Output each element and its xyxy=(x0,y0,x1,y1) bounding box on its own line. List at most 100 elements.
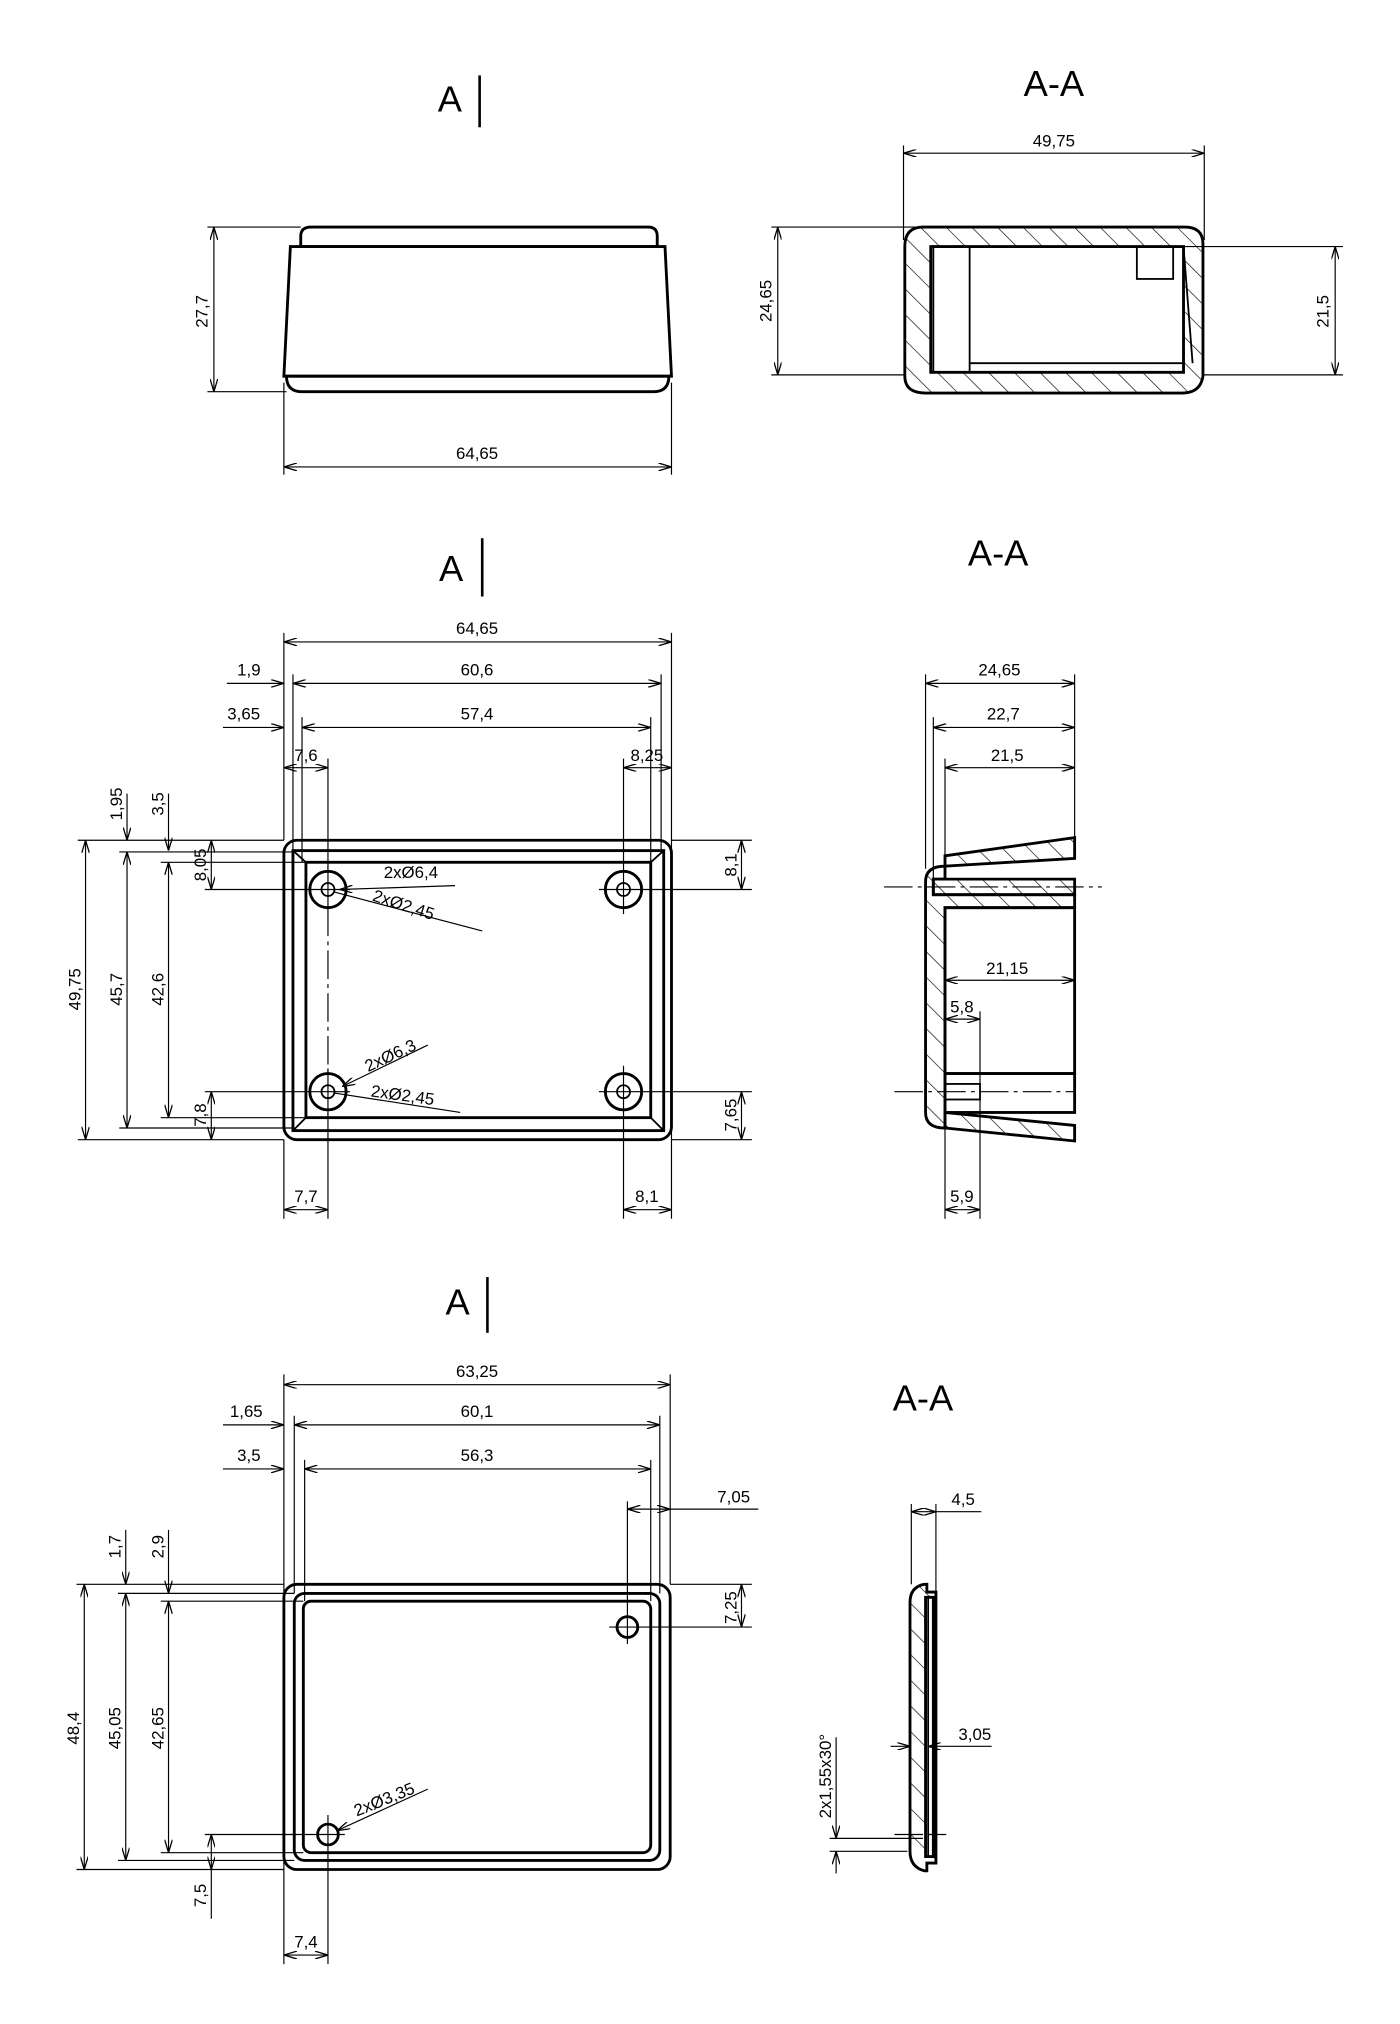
dimension-hole-left-y: 7,5 xyxy=(191,1834,211,1919)
rim-outline xyxy=(292,1591,662,1862)
dimension-thickness: 3,05 xyxy=(890,1725,992,1746)
dim-label: 60,6 xyxy=(461,661,494,680)
dimension-section-width: 49,75 xyxy=(902,132,1205,241)
dim-label: 7,4 xyxy=(294,1932,317,1951)
dim-label: 45,7 xyxy=(107,973,126,1006)
dim-label: 24,65 xyxy=(978,661,1020,680)
section-marker: A xyxy=(445,1282,470,1323)
inner-outline xyxy=(301,1599,653,1855)
dimension-overall-width: 63,25 xyxy=(283,1362,671,1965)
dim-label: 8,05 xyxy=(191,848,210,881)
dimension-boss-top: 5,8 xyxy=(945,998,981,1084)
dim-label: 64,65 xyxy=(456,444,498,463)
top-wall-hatched xyxy=(943,836,1077,868)
dim-label: 49,75 xyxy=(1033,132,1075,151)
view2-front-view: A 64,65 xyxy=(65,538,752,1219)
dimension-height-42: 42,6 3,5 xyxy=(148,792,306,1119)
base-outline xyxy=(285,374,671,394)
callout-bottom-holes: 2xØ6,3 2xØ2,45 xyxy=(334,1036,461,1114)
dim-label: 57,4 xyxy=(461,705,494,724)
callout-label: 2xØ2,45 xyxy=(370,886,436,924)
dimension-hole-left-x: 7,4 xyxy=(283,1932,328,1955)
dim-label: 5,8 xyxy=(950,998,973,1017)
dim-label: 1,95 xyxy=(107,788,126,821)
dimension-width-60: 60,1 1,65 xyxy=(222,1402,661,1594)
callout-label: 2xØ6,3 xyxy=(362,1036,419,1076)
dim-label: 3,65 xyxy=(227,705,260,724)
view3-lid-front-view: A 63,25 60,1 1,65 56,3 xyxy=(64,1277,759,1965)
inner-rib xyxy=(932,245,971,374)
dim-label: 7,8 xyxy=(191,1103,210,1126)
dim-label: 8,25 xyxy=(630,746,663,765)
dimension-chamfer: 2x1,55x30° xyxy=(816,1734,923,1874)
body-outline xyxy=(282,245,673,378)
dim-label: 64,65 xyxy=(456,619,498,638)
dim-label: 8,1 xyxy=(635,1187,658,1206)
dimension-hole-x: 7,6 8,25 xyxy=(283,746,672,869)
dimension-section-inner-height: 21,5 xyxy=(1183,245,1343,376)
dimension-overall-height: 48,4 xyxy=(64,1583,284,1871)
callout-label: 2xØ3,35 xyxy=(351,1779,417,1820)
dim-label: 5,9 xyxy=(950,1187,973,1206)
dim-label: 42,65 xyxy=(148,1707,167,1749)
dim-label: 21,15 xyxy=(986,959,1028,978)
dimension-height-45: 45,7 1,95 xyxy=(107,788,293,1129)
dim-label: 2,9 xyxy=(148,1535,167,1558)
side-wall-hatched xyxy=(924,864,1077,1130)
dimension-width-60: 60,6 1,9 xyxy=(226,661,662,851)
mounting-hole-top-left xyxy=(305,866,350,911)
mounting-hole-bottom-left xyxy=(305,1068,350,1116)
dim-label: 42,6 xyxy=(148,973,167,1006)
dim-label: 1,7 xyxy=(106,1535,125,1558)
dimension-hole-y-right: 8,1 7,65 xyxy=(671,839,752,1141)
inner-boss xyxy=(1135,245,1175,280)
rim-outline xyxy=(291,849,666,1133)
dim-label: 63,25 xyxy=(456,1362,498,1381)
section-marker: A xyxy=(438,79,463,120)
lid-section-hatched xyxy=(908,1582,938,1873)
lid-outline xyxy=(299,225,659,248)
dimension-hole-y-left: 8,05 7,8 xyxy=(191,840,306,1140)
section-wall-hatched xyxy=(903,225,1205,395)
callout-label: 2xØ2,45 xyxy=(370,1082,436,1110)
dim-label: 1,9 xyxy=(237,661,260,680)
dimension-hole-right-y: 7,25 xyxy=(670,1583,752,1628)
dim-label: 49,75 xyxy=(65,968,84,1010)
hole-top-right xyxy=(609,1501,752,1644)
dim-label: 3,05 xyxy=(958,1725,991,1744)
inner-outline xyxy=(304,860,653,1120)
dim-label: 60,1 xyxy=(461,1402,494,1421)
section-title: A-A xyxy=(1024,63,1085,104)
dimension-height-45: 45,05 1,7 xyxy=(106,1529,295,1862)
dimension-thickness-total: 4,5 xyxy=(910,1490,982,1593)
dim-label: 22,7 xyxy=(987,705,1020,724)
view2-section: A-A 24,65 22,7 21,5 21,15 xyxy=(884,532,1102,1219)
section-title: A-A xyxy=(893,1378,954,1419)
dimension-height: 27,7 xyxy=(192,226,301,393)
dim-label: 7,7 xyxy=(294,1187,317,1206)
view1-section: A-A 49,75 24,65 21,5 xyxy=(756,63,1343,395)
callout-label: 2xØ6,4 xyxy=(384,863,438,882)
view1-side-view: A 27,7 64,65 xyxy=(192,75,673,475)
dim-label: 3,5 xyxy=(237,1446,260,1465)
dim-label: 7,25 xyxy=(721,1591,740,1624)
dimension-depth-inner: 21,15 xyxy=(945,959,1075,980)
dimension-height-42: 42,65 2,9 xyxy=(148,1529,304,1854)
dim-label: 3,5 xyxy=(148,792,167,815)
dim-label: 7,5 xyxy=(191,1884,210,1907)
dimension-depth-total: 24,65 xyxy=(924,661,1076,869)
chamfer-lines xyxy=(292,849,665,1132)
dim-label: 4,5 xyxy=(951,1490,974,1509)
dimension-width-56: 56,3 3,5 xyxy=(222,1446,652,1602)
dim-label: 56,3 xyxy=(461,1446,494,1465)
view3-section: A-A 4,5 3,05 2x1,55x30° xyxy=(816,1378,992,1874)
dim-label: 7,65 xyxy=(721,1099,740,1132)
dimension-depth-2: 22,7 xyxy=(932,705,1075,880)
dimension-width-57: 57,4 3,65 xyxy=(222,705,652,863)
bottom-boss-outline xyxy=(943,1072,1077,1114)
dimension-overall-width: 64,65 xyxy=(283,619,673,1219)
dim-label: 21,5 xyxy=(1314,295,1333,328)
bottom-wall-hatched xyxy=(943,1110,1077,1143)
dim-label: 7,05 xyxy=(717,1488,750,1507)
